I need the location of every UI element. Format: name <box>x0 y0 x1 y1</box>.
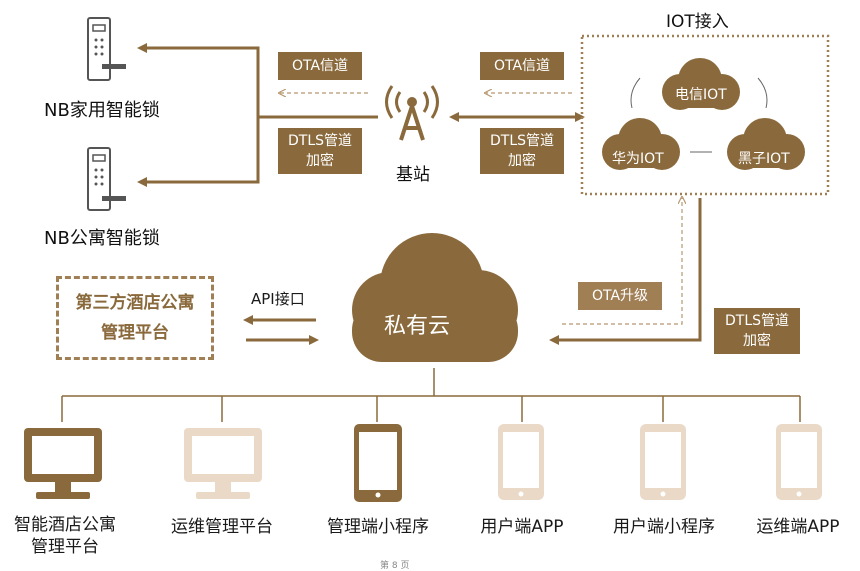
monitor-icon <box>184 428 262 499</box>
page-footer: 第 8 页 <box>380 561 410 571</box>
iot-title: IOT接入 <box>666 12 729 32</box>
endpoint-label: 运维端APP <box>756 517 840 537</box>
home-lock-label: NB家用智能锁 <box>44 100 160 121</box>
tablet-icon <box>354 424 402 502</box>
endpoint-label: 运维管理平台 <box>171 517 273 537</box>
iot-connectors <box>630 77 768 153</box>
lock-icon-apartment <box>87 147 126 211</box>
phone-icon <box>498 424 544 500</box>
dtls-channel-left: DTLS管道 加密 <box>278 128 362 174</box>
cloud-huawei <box>602 118 680 170</box>
endpoint-label: 智能酒店公寓 管理平台 <box>14 515 116 557</box>
private-cloud-label: 私有云 <box>384 314 451 339</box>
endpoint-label: 管理端小程序 <box>327 517 429 537</box>
third-party-line2: 管理平台 <box>101 323 169 343</box>
endpoint-label: 用户端小程序 <box>613 517 715 537</box>
huawei-iot-label: 华为IOT <box>612 151 664 167</box>
ota-channel-left: OTA信道 <box>278 52 362 80</box>
tower-icon <box>385 85 439 141</box>
lock-icon-home <box>87 17 126 81</box>
arrow-iot-to-cloud <box>549 198 702 345</box>
third-party-platform: 第三方酒店公寓 管理平台 <box>56 276 214 360</box>
base-station-label: 基站 <box>396 165 430 185</box>
apartment-lock-label: NB公寓智能锁 <box>44 228 160 249</box>
heizi-iot-label: 黑子IOT <box>738 151 790 167</box>
bracket-arrows-locks <box>137 43 378 187</box>
private-cloud-shape <box>352 233 518 362</box>
api-label: API接口 <box>251 290 305 308</box>
cloud-heizi <box>727 118 805 170</box>
dtls-channel-right: DTLS管道 加密 <box>480 128 564 174</box>
monitor-icon <box>24 428 102 499</box>
third-party-line1: 第三方酒店公寓 <box>75 293 195 313</box>
phone-icon <box>776 424 822 500</box>
endpoint-label: 用户端APP <box>480 517 564 537</box>
telecom-iot-label: 电信IOT <box>675 87 727 103</box>
tree-connectors <box>61 368 801 422</box>
iot-frame <box>580 34 830 196</box>
ota-upgrade-box: OTA升级 <box>578 282 662 310</box>
ota-dashed-arrow-up <box>562 198 682 325</box>
ota-channel-right: OTA信道 <box>480 52 564 80</box>
phone-icon <box>640 424 686 500</box>
dtls-cloud-box: DTLS管道 加密 <box>714 308 800 354</box>
cloud-telecom <box>662 58 740 110</box>
